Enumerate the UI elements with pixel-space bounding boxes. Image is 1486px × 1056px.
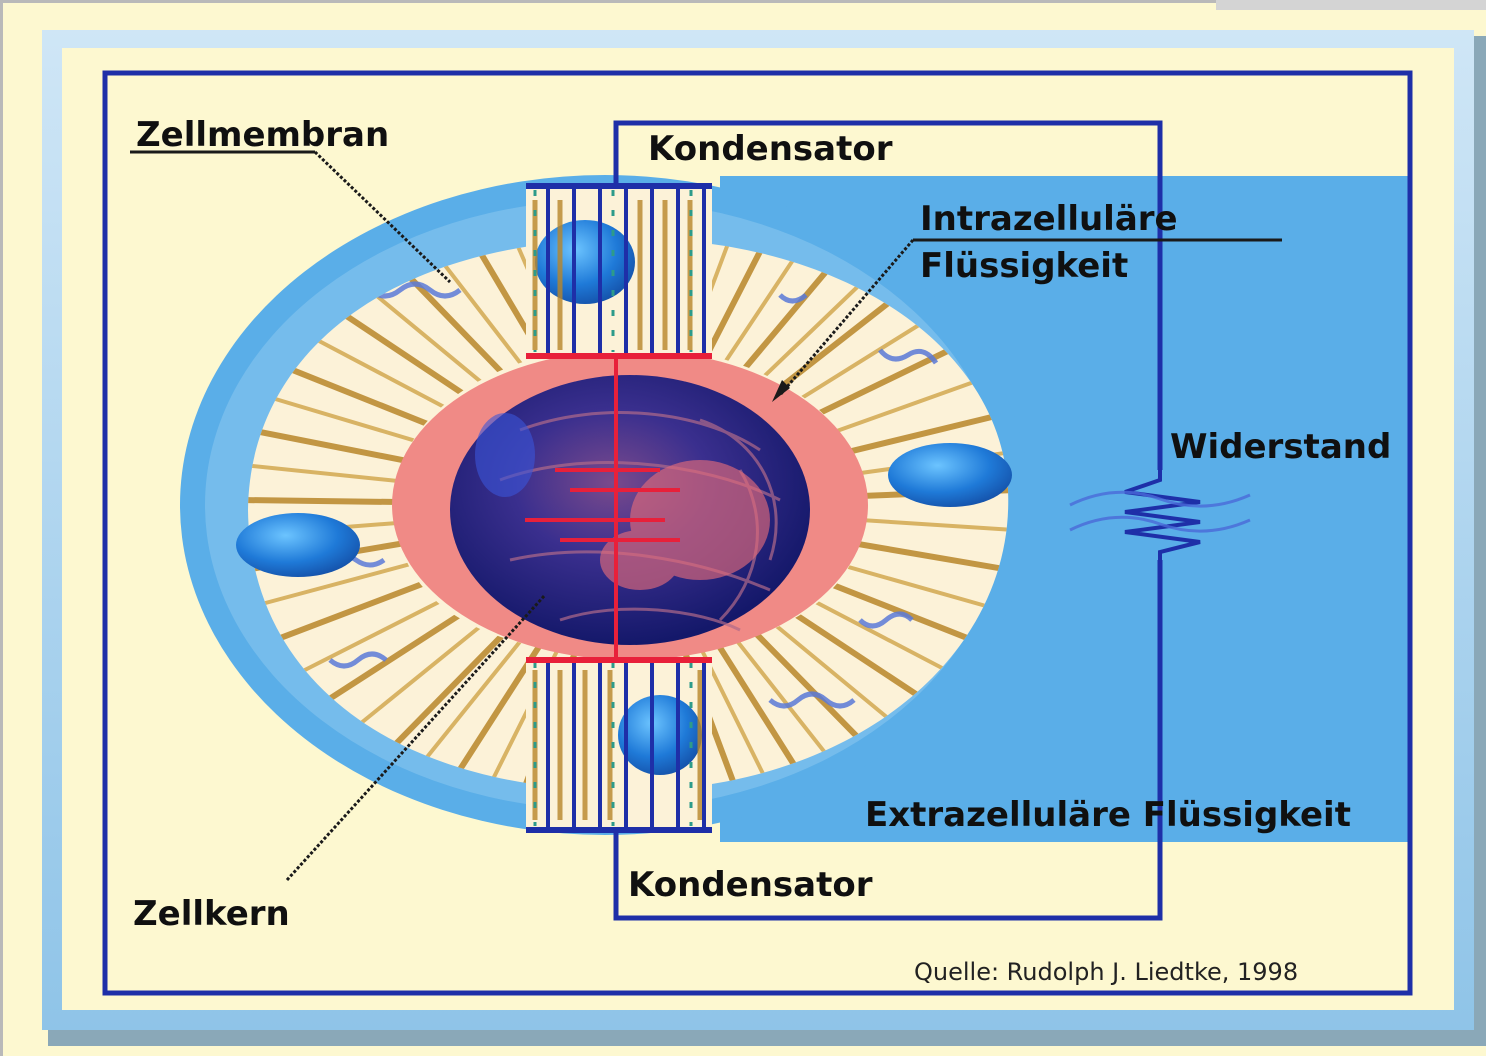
label-zellmembran: Zellmembran xyxy=(136,115,389,155)
source-credit: Quelle: Rudolph J. Liedtke, 1998 xyxy=(914,958,1298,986)
organelle-right xyxy=(888,443,1012,507)
label-intrazellulaer-1: Intrazelluläre xyxy=(920,199,1178,239)
label-widerstand: Widerstand xyxy=(1170,427,1391,467)
label-extrazellulaer: Extrazelluläre Flüssigkeit xyxy=(865,795,1351,835)
label-kondensator-top: Kondensator xyxy=(648,129,893,169)
channel-bottom xyxy=(526,658,712,830)
label-intrazellulaer-2: Flüssigkeit xyxy=(920,246,1128,286)
label-zellkern: Zellkern xyxy=(133,894,290,934)
channel-top xyxy=(526,186,712,358)
label-kondensator-bottom: Kondensator xyxy=(628,865,873,905)
organelle-left xyxy=(236,513,360,577)
nucleus xyxy=(450,375,810,645)
